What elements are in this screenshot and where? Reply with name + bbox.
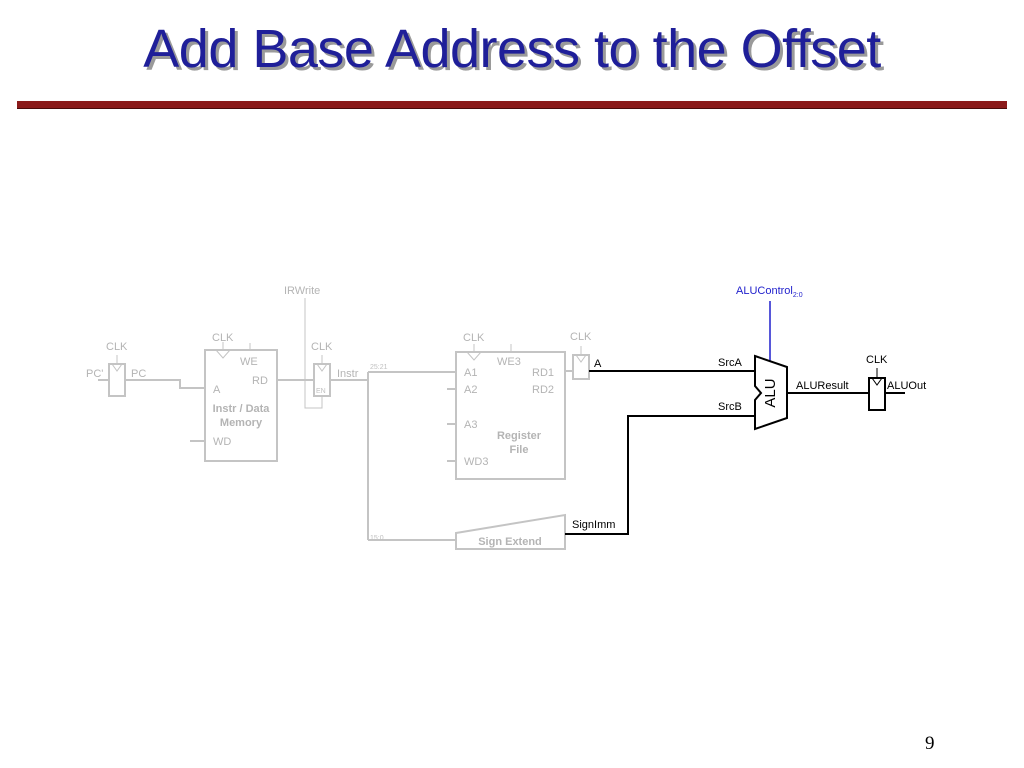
ir-en-label: EN: [316, 388, 326, 395]
memory-rd-label: RD: [252, 375, 268, 387]
bits-25-21-label: 25:21: [370, 364, 388, 371]
instr-label: Instr: [337, 368, 359, 380]
regfile-rd1-label: RD1: [532, 367, 554, 379]
sign-extend-unit: Sign Extend: [455, 513, 566, 550]
aluout-label: ALUOut: [887, 380, 926, 392]
srcb-label: SrcB: [718, 401, 742, 413]
pc-prime-label: PC': [86, 368, 103, 380]
instruction-register: CLK EN: [311, 341, 333, 397]
a-signal-label: A: [594, 358, 602, 370]
aluresult-label: ALUResult: [796, 380, 849, 392]
regfile-wd3-label: WD3: [464, 456, 488, 468]
register-file: CLK WE3 A1 A2 A3 WD3 RD1 RD2 Register Fi…: [455, 332, 566, 480]
memory-we-label: WE: [240, 356, 258, 368]
alu: ALU: [754, 354, 788, 431]
regfile-a3-label: A3: [464, 419, 477, 431]
regfile-clk-label: CLK: [463, 332, 485, 344]
active-datapath: CLK A SrcA SignImm SrcB ALUControl2:0 AL…: [565, 285, 926, 535]
inactive-datapath: CLK PC' PC CLK WE A RD WD Instr / Data M…: [86, 285, 573, 550]
pc-clk-label: CLK: [106, 341, 128, 353]
memory-clk-label: CLK: [212, 332, 234, 344]
memory-a-label: A: [213, 384, 221, 396]
memory-name-line2: Memory: [220, 417, 263, 429]
sign-extend-label: Sign Extend: [478, 536, 542, 548]
alucontrol-label: ALUControl2:0: [736, 285, 803, 299]
ir-clk-label: CLK: [311, 341, 333, 353]
regfile-a2-label: A2: [464, 384, 477, 396]
irwrite-label: IRWrite: [284, 285, 320, 297]
regfile-a1-label: A1: [464, 367, 477, 379]
instr-data-memory: CLK WE A RD WD Instr / Data Memory: [204, 332, 278, 462]
pc-label: PC: [131, 368, 146, 380]
regfile-name-line1: Register: [497, 430, 542, 442]
signimm-label: SignImm: [572, 519, 615, 531]
a-register: CLK: [570, 331, 592, 380]
srca-label: SrcA: [718, 357, 743, 369]
aluout-register: CLK: [866, 354, 888, 411]
a-reg-clk-label: CLK: [570, 331, 592, 343]
regfile-we3-label: WE3: [497, 356, 521, 368]
aluout-clk-label: CLK: [866, 354, 888, 366]
memory-wd-label: WD: [213, 436, 231, 448]
alu-label: ALU: [762, 378, 779, 407]
bits-15-0-label: 15:0: [370, 535, 384, 542]
pc-register: CLK PC' PC: [86, 341, 146, 397]
memory-name-line1: Instr / Data: [213, 403, 271, 415]
title-divider: [17, 101, 1007, 109]
page-number: 9: [925, 733, 935, 754]
regfile-rd2-label: RD2: [532, 384, 554, 396]
regfile-name-line2: File: [510, 444, 529, 456]
slide-title: Add Base Address to the Offset: [143, 19, 881, 79]
